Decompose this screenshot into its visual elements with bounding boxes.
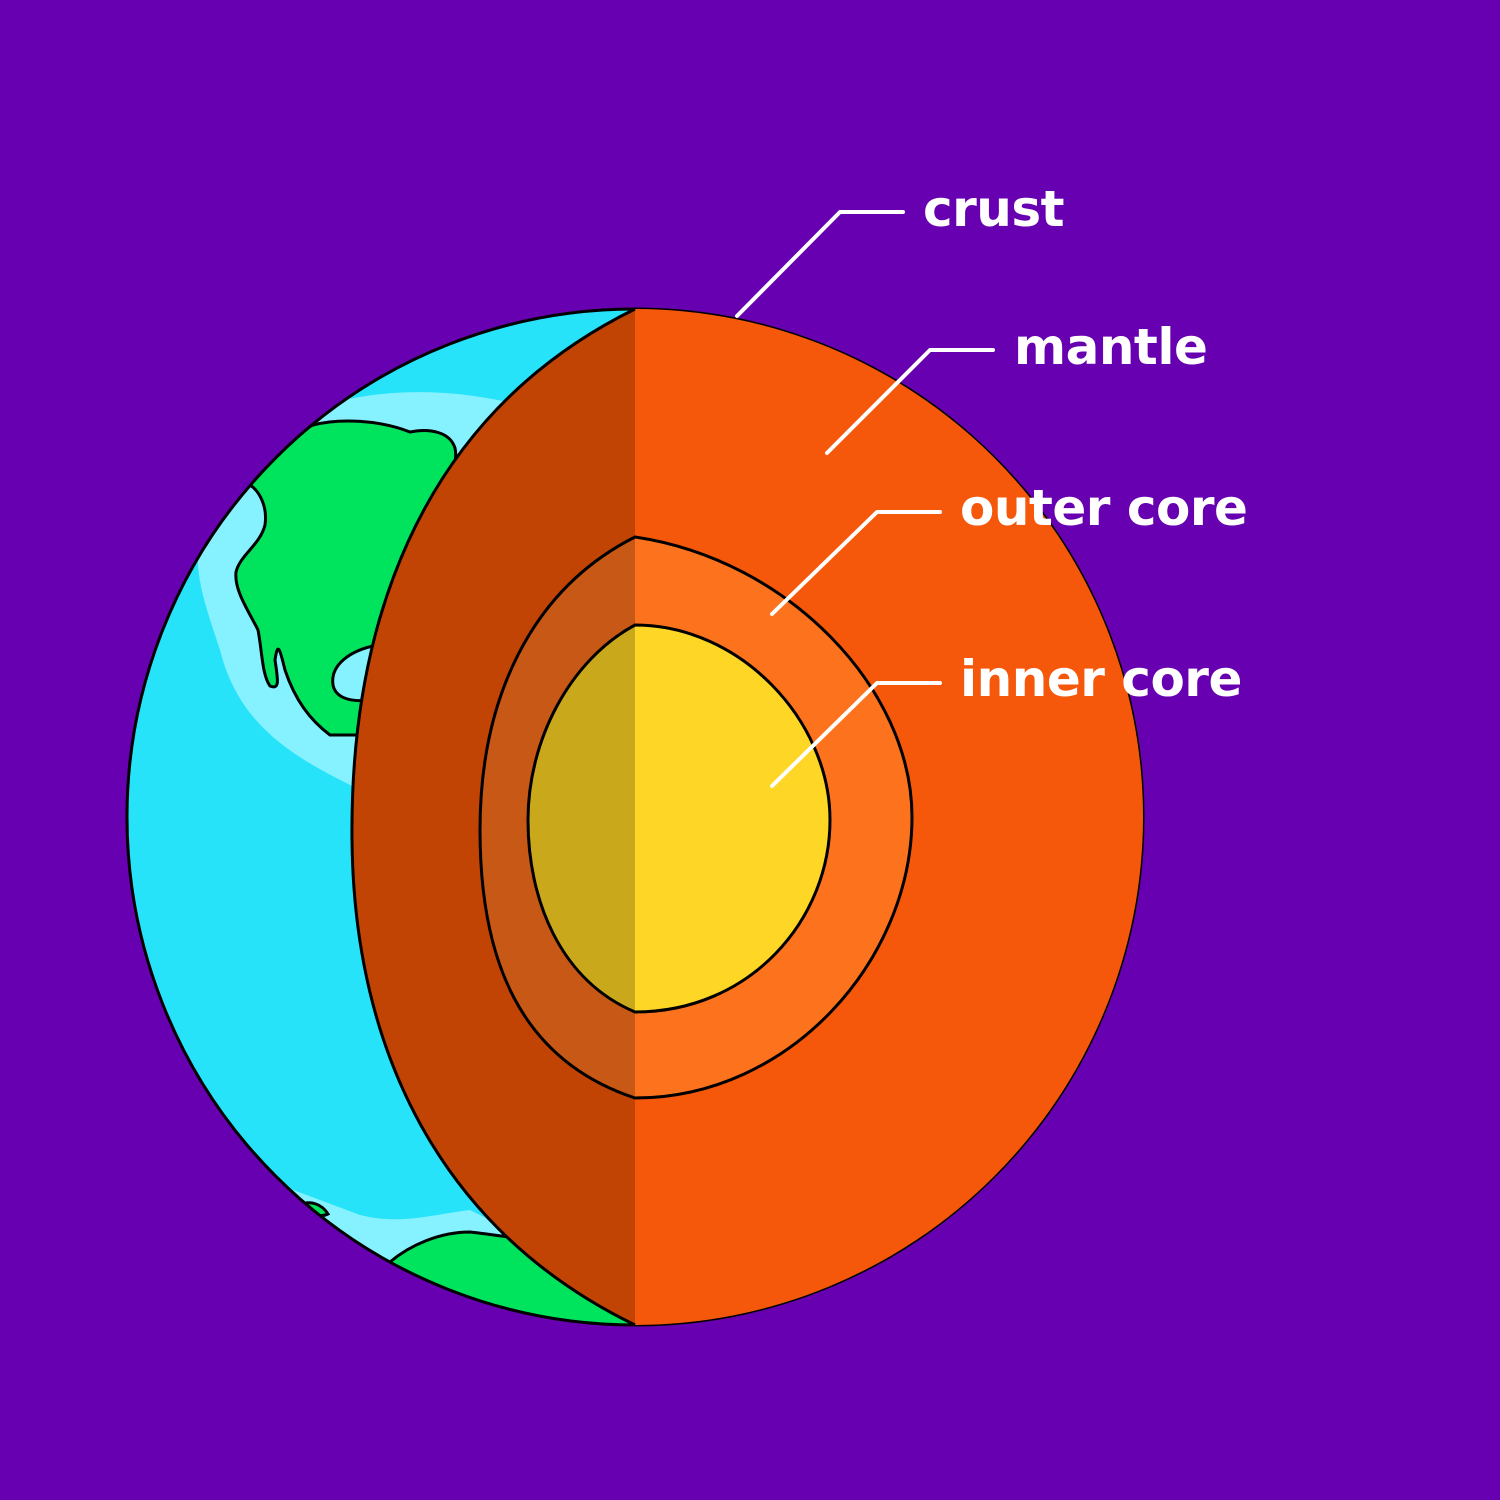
- leader-line-mantle: [825, 348, 995, 455]
- label-mantle: mantle: [1014, 318, 1208, 376]
- mantle-outline: [350, 307, 636, 1327]
- leader-line-inner-core: [770, 681, 942, 788]
- inner-core-layer: [526, 623, 832, 1014]
- label-outer-core: outer core: [960, 479, 1248, 537]
- leader-line-crust: [735, 210, 905, 318]
- leader-line-outer-core: [770, 510, 942, 616]
- outer-core-outline: [478, 535, 914, 1100]
- inner-core-shaded: [528, 625, 635, 1012]
- label-crust: crust: [923, 180, 1065, 238]
- continent-upper: [234, 419, 458, 737]
- inner-core-outline: [526, 623, 832, 1014]
- leader-lines: [735, 210, 995, 788]
- label-inner-core: inner core: [960, 650, 1242, 708]
